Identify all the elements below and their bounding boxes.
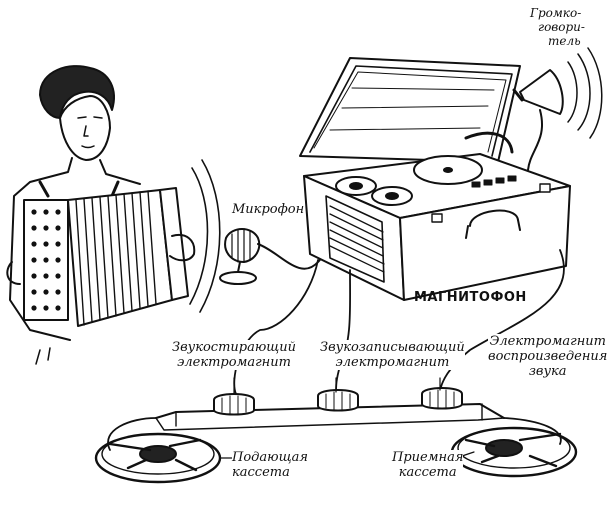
- label-takeup-reel-line2: кассета: [398, 465, 457, 480]
- microphone-icon: [219, 213, 327, 285]
- label-playback-head-line3: звука: [528, 364, 567, 379]
- label-tape-recorder: МАГНИТОФОН: [414, 290, 527, 305]
- label-playback-head: Электромагнит воспроизведения звука: [488, 334, 608, 379]
- supply-reel-icon: [94, 417, 222, 484]
- label-erase-head-line2: электромагнит: [177, 355, 291, 370]
- label-loudspeaker-line3: тель: [548, 34, 581, 48]
- label-playback-head-line1: Электромагнит: [489, 334, 606, 349]
- label-loudspeaker-line1: Громко-: [530, 6, 582, 20]
- label-takeup-reel-line1: Приемная: [392, 450, 464, 465]
- takeup-reel-icon: [450, 417, 578, 478]
- label-record-head-line2: электромагнит: [335, 355, 450, 370]
- label-takeup-reel: Приемная кассета: [392, 450, 464, 480]
- erase-head-icon: [213, 393, 255, 416]
- record-head-icon: [317, 389, 359, 412]
- loudspeaker-icon: [512, 47, 603, 139]
- label-record-head: Звукозаписывающий электромагнит: [320, 340, 465, 370]
- label-loudspeaker-line2: говори-: [538, 20, 585, 34]
- accordion-player: [6, 65, 221, 365]
- label-erase-head: Звукостирающий электромагнит: [172, 340, 297, 370]
- label-supply-reel: Подающая кассета: [232, 450, 308, 480]
- label-loudspeaker: Громко- говори- тель: [530, 6, 585, 48]
- label-leaders: [219, 377, 475, 459]
- tape-recorder-icon: [299, 57, 571, 301]
- label-supply-reel-line1: Подающая: [232, 450, 308, 465]
- playback-head-icon: [421, 387, 463, 410]
- label-supply-reel-line2: кассета: [232, 465, 290, 480]
- label-playback-head-line2: воспроизведения: [488, 349, 608, 364]
- label-erase-head-line1: Звукостирающий: [172, 340, 297, 355]
- label-microphone: Микрофон: [232, 202, 305, 217]
- label-record-head-line1: Звукозаписывающий: [320, 340, 465, 355]
